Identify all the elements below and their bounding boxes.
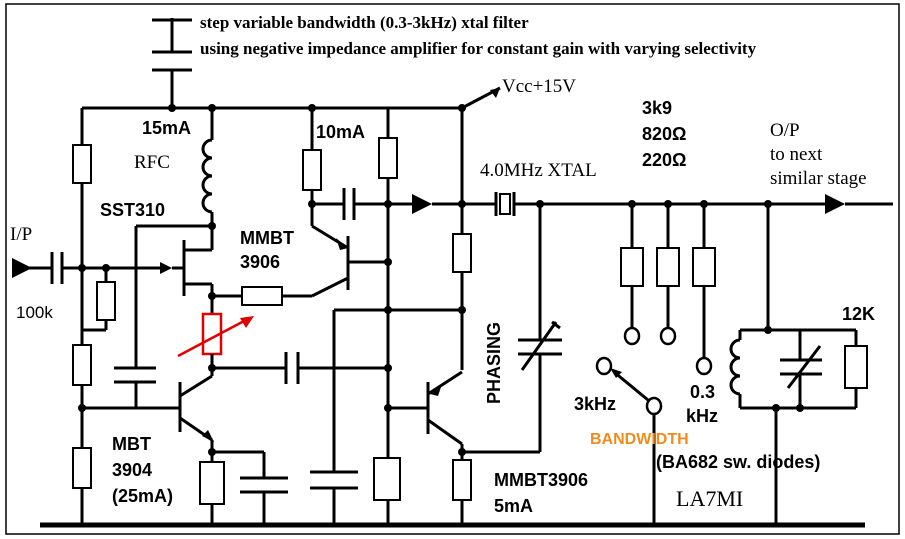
collector-capacitor (212, 352, 388, 384)
switch-03khz-label-1: 0.3 (690, 382, 715, 402)
diodes-label: (BA682 sw. diodes) (656, 452, 820, 472)
series-resistor (212, 276, 349, 306)
resistor-820-label: 820Ω (642, 124, 686, 144)
right-supply-column (310, 108, 472, 525)
bandwidth-label: BANDWIDTH (590, 431, 689, 448)
title-line-1: step variable bandwidth (0.3-3kHz) xtal … (200, 13, 529, 32)
mmbt3906-transistor-bottom (388, 370, 540, 525)
variable-resistor (177, 296, 254, 372)
phasing-label: PHASING (484, 322, 504, 404)
resistor-100k-label: 100k (16, 303, 53, 322)
output-label-3: similar stage (770, 168, 867, 189)
mmbt3906-top-label-2: 3906 (240, 252, 280, 272)
jfet-feedback (114, 224, 212, 408)
frame-border (5, 3, 900, 535)
resistor-12k-label: 12K (842, 304, 875, 324)
resistor-3k9-label: 3k9 (642, 98, 672, 118)
output-label-1: O/P (770, 120, 800, 141)
mbt3904-label-2: 3904 (112, 460, 152, 480)
crystal (494, 192, 893, 216)
phasing-capacitor (518, 204, 562, 452)
bandwidth-switch (595, 356, 663, 525)
switch-03khz-label-2: kHz (686, 406, 718, 426)
title-capacitor (152, 18, 192, 108)
current-15ma-label: 15mA (142, 118, 191, 138)
rfc-inductor (201, 108, 214, 224)
middle-column (373, 108, 401, 525)
mbt3904-transistor (82, 368, 288, 525)
sst310-jfet (182, 222, 216, 300)
switch-3khz-label: 3kHz (574, 394, 616, 414)
mbt3904-label-1: MBT (112, 434, 151, 454)
vcc-label: Vcc+15V (502, 76, 576, 97)
resistor-220-label: 220Ω (642, 150, 686, 170)
vcc-arrow-head (490, 88, 500, 98)
input-section (12, 252, 184, 332)
author-label: LA7MI (676, 486, 743, 511)
current-10ma-label: 10mA (316, 122, 365, 142)
rfc-label: RFC (134, 152, 170, 173)
title-line-2: using negative impedance amplifier for c… (200, 39, 757, 58)
mmbt3906-top-label-1: MMBT (240, 228, 294, 248)
sst310-label: SST310 (100, 200, 165, 220)
mmbt3906-transistor-top (310, 198, 392, 290)
coupling-capacitor (312, 188, 496, 220)
bandwidth-resistors (620, 200, 772, 376)
resistor-10ma (302, 108, 322, 208)
output-label-2: to next (770, 144, 823, 165)
mbt3904-label-3: (25mA) (112, 486, 173, 506)
current-5ma-label: 5mA (494, 496, 533, 516)
output-tank (729, 204, 868, 525)
mmbt3906-bottom-label: MMBT3906 (494, 470, 588, 490)
left-bias-divider (72, 108, 92, 525)
input-label: I/P (10, 224, 32, 245)
xtal-label: 4.0MHz XTAL (480, 160, 597, 181)
